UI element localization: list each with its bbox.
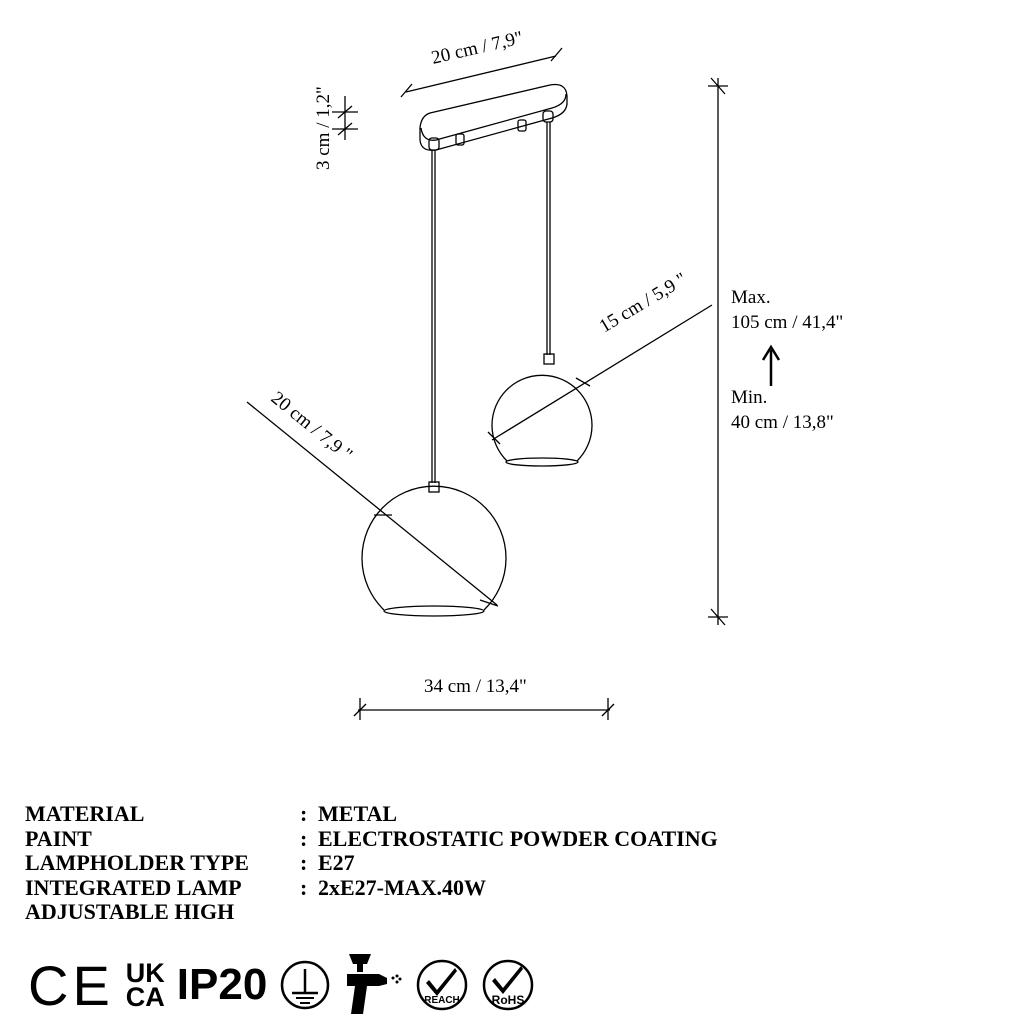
specifications-table: MATERIAL: METAL PAINT: ELECTROSTATIC POWDE… bbox=[25, 801, 718, 925]
arrow-up-icon bbox=[761, 344, 781, 386]
max-value: 105 cm / 41,4" bbox=[731, 312, 843, 333]
rohs-check-icon: RoHS bbox=[483, 959, 534, 1011]
ukca-bottom: CA bbox=[125, 982, 165, 1012]
spec-row: INTEGRATED LAMP:2xE27-MAX.40W bbox=[25, 874, 718, 901]
min-value: 40 cm / 13,8" bbox=[731, 412, 834, 433]
ce-mark-icon: CE bbox=[28, 953, 114, 1017]
spec-row: LAMPHOLDER TYPE: E27 bbox=[25, 850, 718, 876]
spec-separator: : bbox=[300, 850, 308, 875]
spec-row: PAINT: ELECTROSTATIC POWDER COATING bbox=[25, 825, 718, 852]
canopy-length-label: 20 cm / 7,9" bbox=[429, 27, 525, 68]
lamp-technical-drawing: 20 cm / 7,9" 3 cm / 1,2" 15 cm / bbox=[246, 27, 843, 720]
ip-rating: IP20 bbox=[176, 960, 268, 1009]
small-shade-diameter-dimension: 15 cm / 5,9 " bbox=[487, 269, 713, 445]
spec-key: LAMPHOLDER TYPE bbox=[25, 850, 249, 875]
min-label: Min. bbox=[731, 387, 767, 408]
reach-check-icon: REACH bbox=[417, 959, 468, 1011]
spec-row: MATERIAL: METAL bbox=[25, 801, 718, 827]
spec-separator: : bbox=[300, 801, 308, 826]
canopy-length-dimension: 20 cm / 7,9" bbox=[400, 27, 563, 98]
spec-separator: : bbox=[300, 874, 308, 900]
reach-label: REACH bbox=[425, 995, 461, 1006]
spec-value: 2xE27-MAX.40W bbox=[318, 874, 487, 900]
max-label: Max. bbox=[731, 287, 771, 308]
spec-key: PAINT bbox=[25, 825, 92, 851]
width-label: 34 cm / 13,4" bbox=[424, 676, 527, 697]
canopy bbox=[419, 83, 568, 151]
spec-value: E27 bbox=[318, 850, 355, 875]
spec-value: METAL bbox=[318, 801, 398, 826]
spec-row: ADJUSTABLE HIGH bbox=[25, 899, 718, 925]
spec-key: ADJUSTABLE HIGH bbox=[25, 899, 235, 924]
large-shade-diameter-dimension: 20 cm / 7,9 " bbox=[246, 388, 499, 607]
earth-ground-icon bbox=[281, 960, 330, 1010]
canopy-height-label: 3 cm / 1,2" bbox=[313, 86, 334, 170]
width-dimension: 34 cm / 13,4" bbox=[353, 676, 615, 720]
spray-gun-icon bbox=[347, 954, 402, 1014]
canopy-height-dimension: 3 cm / 1,2" bbox=[313, 86, 358, 170]
large-shade bbox=[361, 481, 507, 617]
spec-separator: : bbox=[300, 825, 308, 851]
small-shade bbox=[491, 353, 593, 467]
certification-icons: CE UK CA IP20 REACH RoHS bbox=[28, 950, 535, 1020]
ukca-top: UK bbox=[125, 958, 165, 988]
spec-key: INTEGRATED LAMP bbox=[25, 874, 242, 900]
ukca-mark-icon: UK CA bbox=[125, 958, 165, 1012]
rohs-label: RoHS bbox=[492, 993, 525, 1007]
height-dimension: Max. 105 cm / 41,4" Min. 40 cm / 13,8" bbox=[708, 77, 843, 626]
spec-value: ELECTROSTATIC POWDER COATING bbox=[318, 825, 718, 851]
spec-key: MATERIAL bbox=[25, 801, 145, 826]
